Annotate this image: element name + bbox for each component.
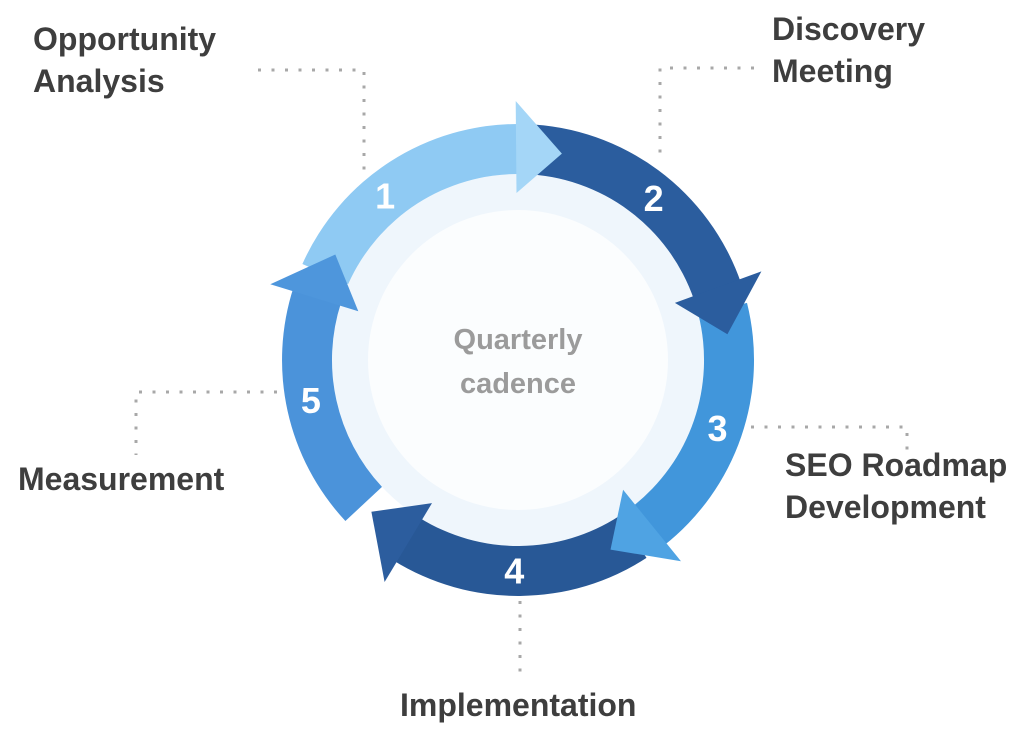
step-label-seo-roadmap-development: SEO Roadmap Development — [785, 447, 1008, 525]
step-label-opportunity-analysis: Opportunity Analysis — [33, 21, 217, 99]
segment-arrowhead-1 — [515, 101, 562, 193]
step-label-measurement: Measurement — [18, 461, 225, 497]
segment-number-3: 3 — [707, 408, 727, 449]
step-label-implementation: Implementation — [400, 687, 637, 723]
segment-number-2: 2 — [644, 178, 664, 219]
leader-line-discovery-meeting — [658, 66, 754, 158]
leader-line-measurement — [134, 390, 277, 455]
segment-arrowhead-4 — [371, 503, 432, 582]
segment-number-1: 1 — [375, 176, 395, 217]
segments-layer: 1 2 3 4 5 — [270, 101, 762, 596]
leader-lines — [134, 66, 909, 682]
segment-arrowhead-2 — [674, 271, 762, 335]
segment-arc-5 — [282, 287, 382, 521]
segment-arrowhead-5 — [270, 254, 359, 312]
segment-arc-4 — [392, 516, 647, 596]
center-text: Quarterly cadence — [453, 324, 583, 400]
segment-number-5: 5 — [301, 380, 321, 421]
segment-arc-3 — [632, 302, 755, 546]
segment-arc-1 — [302, 123, 521, 285]
center-circle — [368, 210, 668, 510]
step-label-discovery-meeting: Discovery Meeting — [772, 11, 925, 89]
segment-arc-2 — [524, 124, 742, 300]
segment-number-4: 4 — [504, 551, 524, 592]
leader-line-opportunity-analysis — [258, 68, 366, 171]
segment-arrowhead-3 — [610, 489, 681, 562]
